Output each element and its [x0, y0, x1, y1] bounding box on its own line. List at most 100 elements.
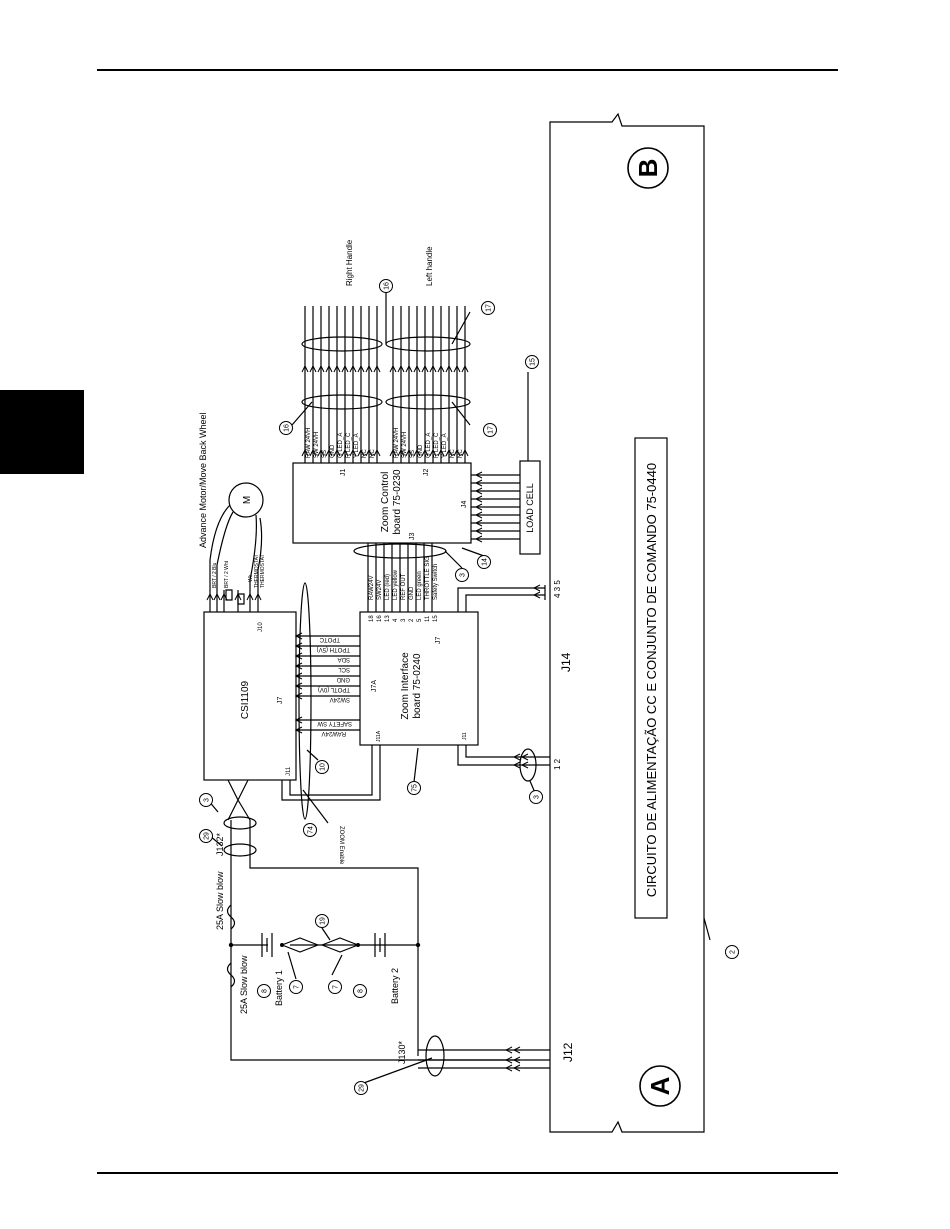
j3-pin: 2: [409, 618, 415, 622]
control-board: [292, 462, 472, 544]
marker-a: A: [645, 1076, 675, 1095]
callout-circle: [529, 790, 543, 804]
j3-signal: SW24V: [377, 580, 383, 600]
callout-number: 2: [730, 950, 737, 954]
csi-signal: SDA: [338, 656, 350, 662]
j3-signal: Safety Switch: [433, 564, 439, 600]
callout-number: 17: [486, 304, 493, 312]
j3-signal: GND: [409, 586, 415, 600]
fuse-upper-label: 25A Slow blow: [215, 871, 225, 930]
j3-pin: 15: [433, 615, 439, 622]
callout-circle: [477, 555, 491, 569]
j2-signal: GND: [418, 444, 424, 458]
interface-board-name: Zoom Interface: [400, 652, 411, 720]
j1-signal: NC: [362, 449, 368, 458]
callout-number: 19: [320, 917, 327, 925]
left-handle-label: Left handle: [425, 246, 434, 286]
marker-b: B: [633, 159, 663, 178]
interface-j11a: J11A: [376, 730, 382, 742]
motor-signal: Wk: [248, 574, 254, 582]
header-rule: [97, 69, 838, 71]
j14-pins-bottom: 1 2: [553, 758, 562, 770]
callout-circle: [315, 760, 329, 774]
callout-circle: [525, 355, 539, 369]
motor-symbol: M: [242, 496, 253, 504]
battery-2-label: Battery 2: [390, 968, 400, 1004]
callout-number: 29: [204, 832, 211, 840]
callout-number: 8: [262, 989, 269, 993]
section-tab: [0, 390, 84, 474]
callout-circle: [199, 793, 213, 807]
callout-circle: [354, 1081, 368, 1095]
interface-j7: J7: [435, 637, 442, 645]
harness-frame: [549, 112, 705, 1133]
j2-signal: RAW 24VH: [394, 428, 400, 458]
marker-a-circle: [639, 1065, 681, 1107]
motor-signal: THERMOSTAT: [260, 554, 266, 588]
j2-signal: NC: [458, 449, 464, 458]
j14-pins-top: 4 3 5: [553, 580, 562, 598]
j3-pin: 16: [377, 615, 383, 622]
control-j3: J3: [409, 533, 416, 541]
interface-board-number: board 75-0240: [412, 653, 423, 718]
marker-b-circle: [627, 147, 669, 189]
j3-pin: 11: [425, 615, 431, 622]
callout-circle: [455, 568, 469, 582]
j3-signal: LED green: [417, 571, 423, 600]
callout-circle: [483, 423, 497, 437]
callout-circle: [315, 914, 329, 928]
csi-signal: SW24V: [330, 696, 350, 702]
callout-circle: [407, 781, 421, 795]
callout-number: 3: [534, 795, 541, 799]
zoom-enable-label: ZOOM Enable: [338, 826, 344, 865]
csi-j11: J11: [286, 766, 292, 776]
j3-signal: LED (red): [385, 574, 391, 600]
j3-signal: THROTTLE SIG: [425, 556, 431, 600]
caption-text: CIRCUITO DE ALIMENTAÇÃO CC E CONJUNTO DE…: [644, 463, 659, 897]
j3-signal: LED yellow: [393, 569, 399, 600]
callout-circle: [279, 421, 293, 435]
control-j4: J4: [461, 501, 468, 509]
callout-number: 16: [284, 424, 291, 432]
j1-signal: SS: [322, 450, 328, 458]
j130-label: J130*: [397, 1040, 407, 1064]
right-handle-label: Right Handle: [345, 239, 354, 286]
interface-j11: J11: [462, 732, 468, 740]
fuse-lower-label: 25A Slow blow: [239, 955, 249, 1014]
j2-signal: NC: [450, 449, 456, 458]
callout-circle: [481, 301, 495, 315]
interface-j7a: J7A: [371, 680, 378, 692]
motor-circle: [228, 482, 264, 518]
csi-j7: J7: [277, 697, 284, 705]
callout-circle: [725, 945, 739, 959]
callout-number: 3: [204, 798, 211, 802]
csi-signal: SCL: [338, 666, 350, 672]
csi-signal: TPOTL (0V): [318, 686, 350, 692]
motor-signal: BRT / 2 Wht: [224, 560, 230, 588]
j3-signal: RAW24V: [369, 576, 375, 600]
j1-signal: GND: [330, 444, 336, 458]
j132-label: J132*: [215, 832, 225, 856]
j1-signal: R LED_C: [346, 432, 352, 458]
callout-number: 7: [294, 985, 301, 989]
callout-circle: [303, 823, 317, 837]
footer-rule: [97, 1172, 838, 1174]
callout-number: 7: [333, 985, 340, 989]
callout-number: 16: [384, 282, 391, 290]
control-j1: J1: [340, 469, 347, 477]
j1-signal: Y LED_A: [354, 433, 360, 458]
csi-signal: RAW24V: [322, 730, 346, 736]
csi-signal: GND: [336, 676, 350, 682]
callout-circle: [328, 980, 342, 994]
interface-board: [359, 611, 479, 746]
j2-signal: G LED_A: [426, 433, 432, 458]
j1-signal: NC: [370, 449, 376, 458]
j3-pin: 4: [393, 618, 399, 622]
control-board-name: Zoom Control: [380, 472, 391, 533]
j3-pin: 5: [417, 618, 423, 622]
csi-signal: TPOTH (5V): [317, 646, 350, 652]
j2-signal: Y LED_A: [442, 433, 448, 458]
callout-number: 14: [482, 558, 489, 566]
motor-title: Advance Motor/Move Back Wheel: [198, 412, 208, 548]
